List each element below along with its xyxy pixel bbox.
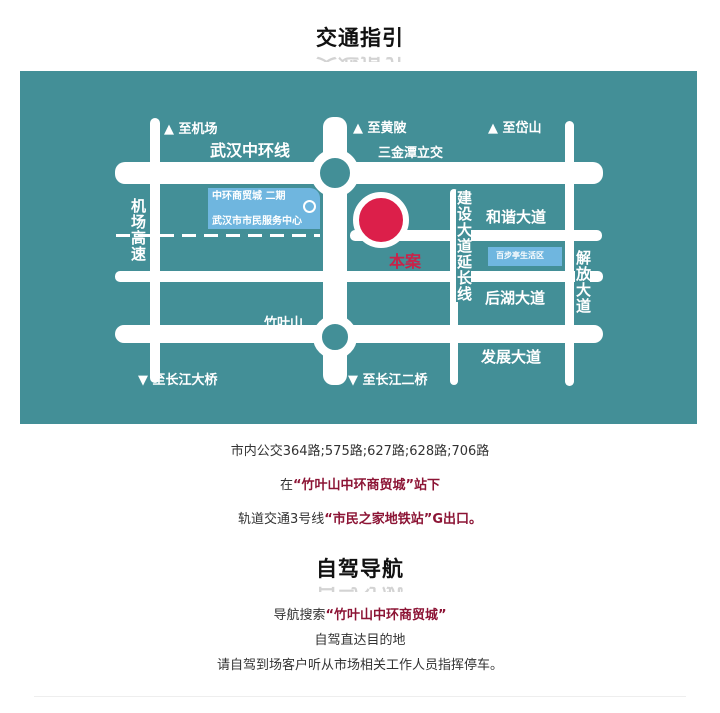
project-location-marker [353,192,409,248]
road-hexie [350,230,602,241]
label-to-daishan: ▲ 至岱山 [488,121,542,136]
parking-notice: 请自驾到场客户听从市场相关工作人员指挥停车。 [216,658,503,673]
label-fazhan-road: 发展大道 [481,348,542,366]
bus-stop-name: “竹叶山中环商贸城” [292,478,415,493]
label-hexie-road: 和谐大道 [486,208,547,226]
block-baibuting: 百步亭生活区 [488,247,562,266]
location-map: 中环商贸城 二期 武汉市市民服务中心 百步亭生活区 本案 ▲ 至机场 ▲ 至黄陂… [20,71,697,424]
label-jianshe-extension: 建设大道延长线 [455,190,473,302]
label-ring-road: 武汉中环线 [210,141,291,160]
road-jiefang [565,121,574,386]
driving-guide-title-reflection: 自驾导航 [0,580,720,592]
label-houhu-road: 后湖大道 [485,289,546,307]
label-sanjintan: 三金潭立交 [378,146,444,161]
down-triangle-icon: ▼ [348,373,363,388]
down-triangle-icon: ▼ [138,373,153,388]
metro-info: 轨道交通3号线“市民之家地铁站”G出口。 [237,512,483,527]
label-to-airport: ▲ 至机场 [164,122,218,137]
building-circle-icon [303,200,316,213]
building-zhonghuan: 中环商贸城 二期 武汉市市民服务中心 [208,188,320,229]
label-zhuyeshan: 竹叶山 [264,316,304,331]
bottom-divider [34,696,686,697]
driving-guide-title: 自驾导航 [316,557,404,581]
label-jiefang-road: 解放大道 [574,250,592,314]
traffic-guide-title-reflection: 交通指引 [0,50,720,62]
navigation-search: 导航搜索“竹叶山中环商贸城” [273,608,447,623]
road-zhuyeshan [115,325,603,343]
label-to-yangtze-second-bridge: ▼ 至长江二桥 [348,373,428,388]
bus-stop: 在“竹叶山中环商贸城”站下 [279,478,441,493]
airport-expressway-dashed [116,234,320,237]
roundabout-sanjintan [311,149,359,197]
bus-lines: 市内公交364路;575路;627路;628路;706路 [230,444,490,459]
label-to-yangtze-bridge: ▼ 至长江大桥 [138,373,218,388]
project-label: 本案 [389,252,422,271]
driving-direct: 自驾直达目的地 [314,633,406,648]
navigation-search-name: “竹叶山中环商贸城” [325,608,447,623]
road-jianshe [450,189,458,385]
road-west-vertical [150,118,160,383]
metro-station-name: “市民之家地铁站” [324,512,433,527]
traffic-guide-title: 交通指引 [316,26,404,50]
label-to-huangpi: ▲ 至黄陂 [353,121,407,136]
roundabout-zhuyeshan [313,315,357,359]
road-ring-line [115,162,603,184]
road-houhu [115,271,603,282]
label-airport-expressway: 机场高速 [129,198,147,262]
